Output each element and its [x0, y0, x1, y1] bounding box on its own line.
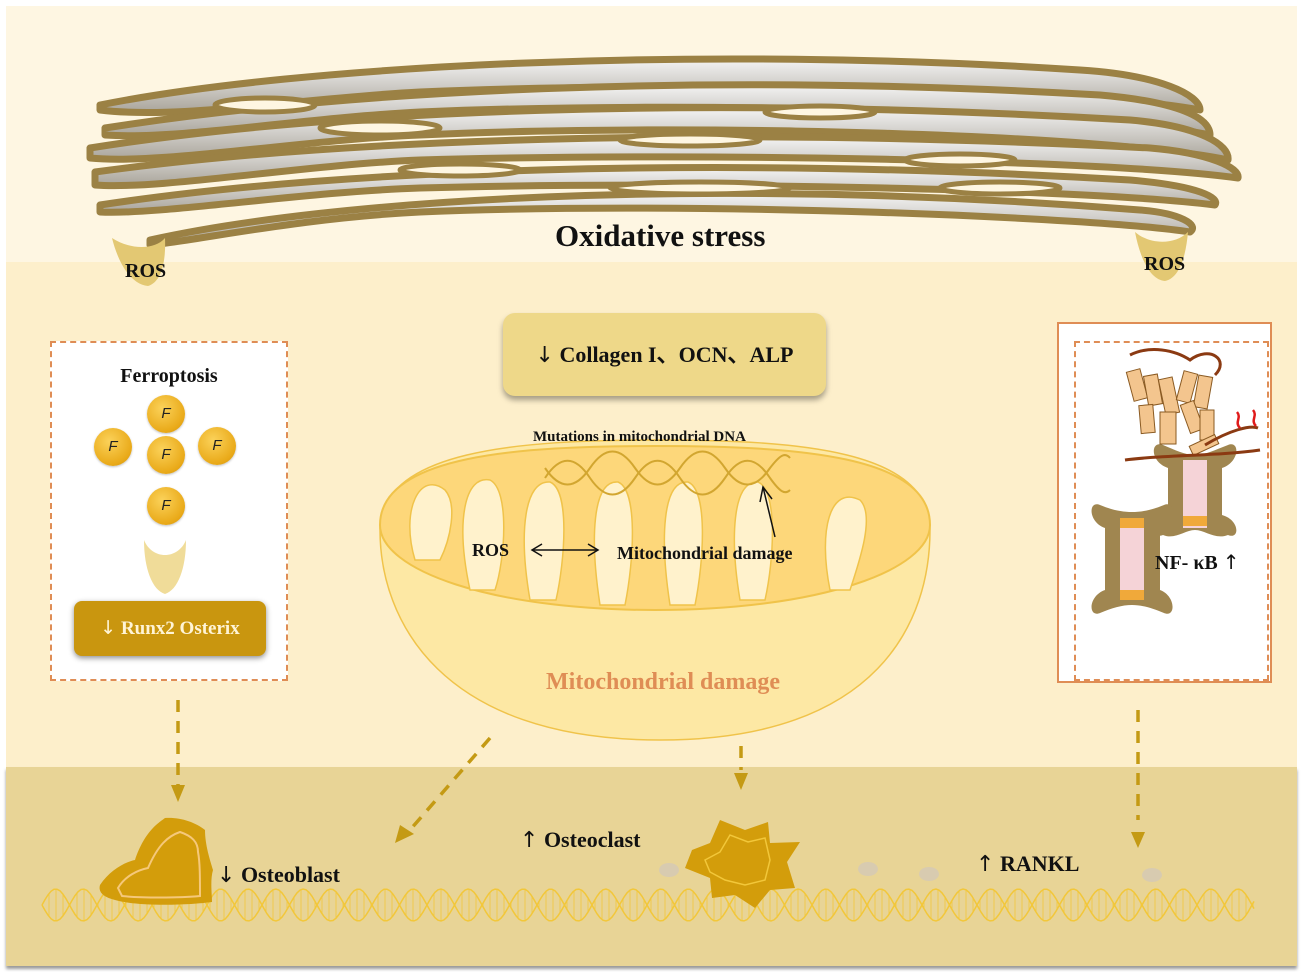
mtdna-mutation-label: Mutations in mitochondrial DNA — [533, 429, 746, 445]
osteoblast-cell-icon — [99, 817, 213, 905]
ferritin-ball-icon: F — [147, 436, 185, 474]
osteoclast-text: Osteoclast — [543, 827, 641, 852]
up-arrow-icon: ↑ — [520, 828, 539, 853]
arrowhead-icon — [395, 825, 414, 843]
runx2-osterix-box: ↓ Runx2 Osterix — [74, 601, 266, 656]
bone-surface-band — [6, 767, 1297, 966]
mitochondrial-damage-label: Mitochondrial damage — [546, 669, 780, 695]
osteoblast-text: Osteoblast — [240, 862, 340, 887]
receptor-cup-icon — [144, 540, 186, 594]
bone-matrix-helix-icon — [41, 888, 1255, 922]
arrowhead-icon — [171, 785, 185, 802]
dashed-arrow-mito-to-osteoblast — [408, 736, 492, 832]
rankl-label: ↑ RANKL — [976, 851, 1079, 877]
ros-label-center: ROS — [472, 540, 510, 560]
runx2-osterix-label: Runx2 Osterix — [120, 618, 240, 639]
mitochondrial-damage-inner-label: Mitochondrial damage — [617, 543, 793, 563]
ferroptosis-title: Ferroptosis — [120, 365, 218, 387]
rankl-particle-icon — [919, 867, 939, 881]
ferritin-ball-icon: F — [147, 487, 185, 525]
down-arrow-icon: ↓ — [217, 863, 236, 888]
collagen-ocn-alp-label: Collagen I、OCN、ALP — [559, 342, 794, 367]
collagen-ocn-alp-box: ↓ Collagen I、OCN、ALP — [503, 313, 826, 396]
ferritin-ball-icon: F — [94, 428, 132, 466]
rankl-text: RANKL — [999, 851, 1080, 876]
rankl-particle-icon — [659, 863, 679, 877]
osteoblast-label: ↓ Osteoblast — [217, 862, 340, 888]
arrowhead-icon — [1131, 832, 1145, 848]
up-arrow-icon: ↑ — [1222, 550, 1240, 574]
ros-label-right: ROS — [1144, 253, 1186, 275]
diagram-title: Oxidative stress — [555, 218, 766, 253]
nfkb-panel-inner — [1074, 341, 1269, 681]
ros-vesicle-left-icon — [112, 238, 166, 286]
ros-vesicle-right-icon — [1135, 232, 1188, 281]
ferritin-ball-icon: F — [147, 395, 185, 433]
osteoclast-cell-icon — [685, 820, 800, 908]
down-arrow-icon: ↓ — [100, 617, 117, 639]
nfkb-label: NF- κB ↑ — [1155, 550, 1240, 575]
rankl-particle-icon — [858, 862, 878, 876]
ros-label-left: ROS — [125, 260, 167, 282]
down-arrow-icon: ↓ — [535, 343, 554, 368]
rankl-particle-icon — [1142, 868, 1162, 882]
nfkb-text: NF- κB — [1155, 552, 1218, 574]
rankl-particles — [659, 862, 1162, 882]
up-arrow-icon: ↑ — [976, 852, 995, 877]
arrowhead-icon — [734, 773, 748, 790]
osteoclast-label: ↑ Osteoclast — [520, 827, 640, 853]
helix-strand — [41, 888, 1255, 922]
helix-strand — [41, 888, 1255, 922]
ferritin-ball-icon: F — [198, 427, 236, 465]
ferroptosis-panel: Ferroptosis F F F F F ↓ Runx2 Osterix — [50, 341, 288, 681]
